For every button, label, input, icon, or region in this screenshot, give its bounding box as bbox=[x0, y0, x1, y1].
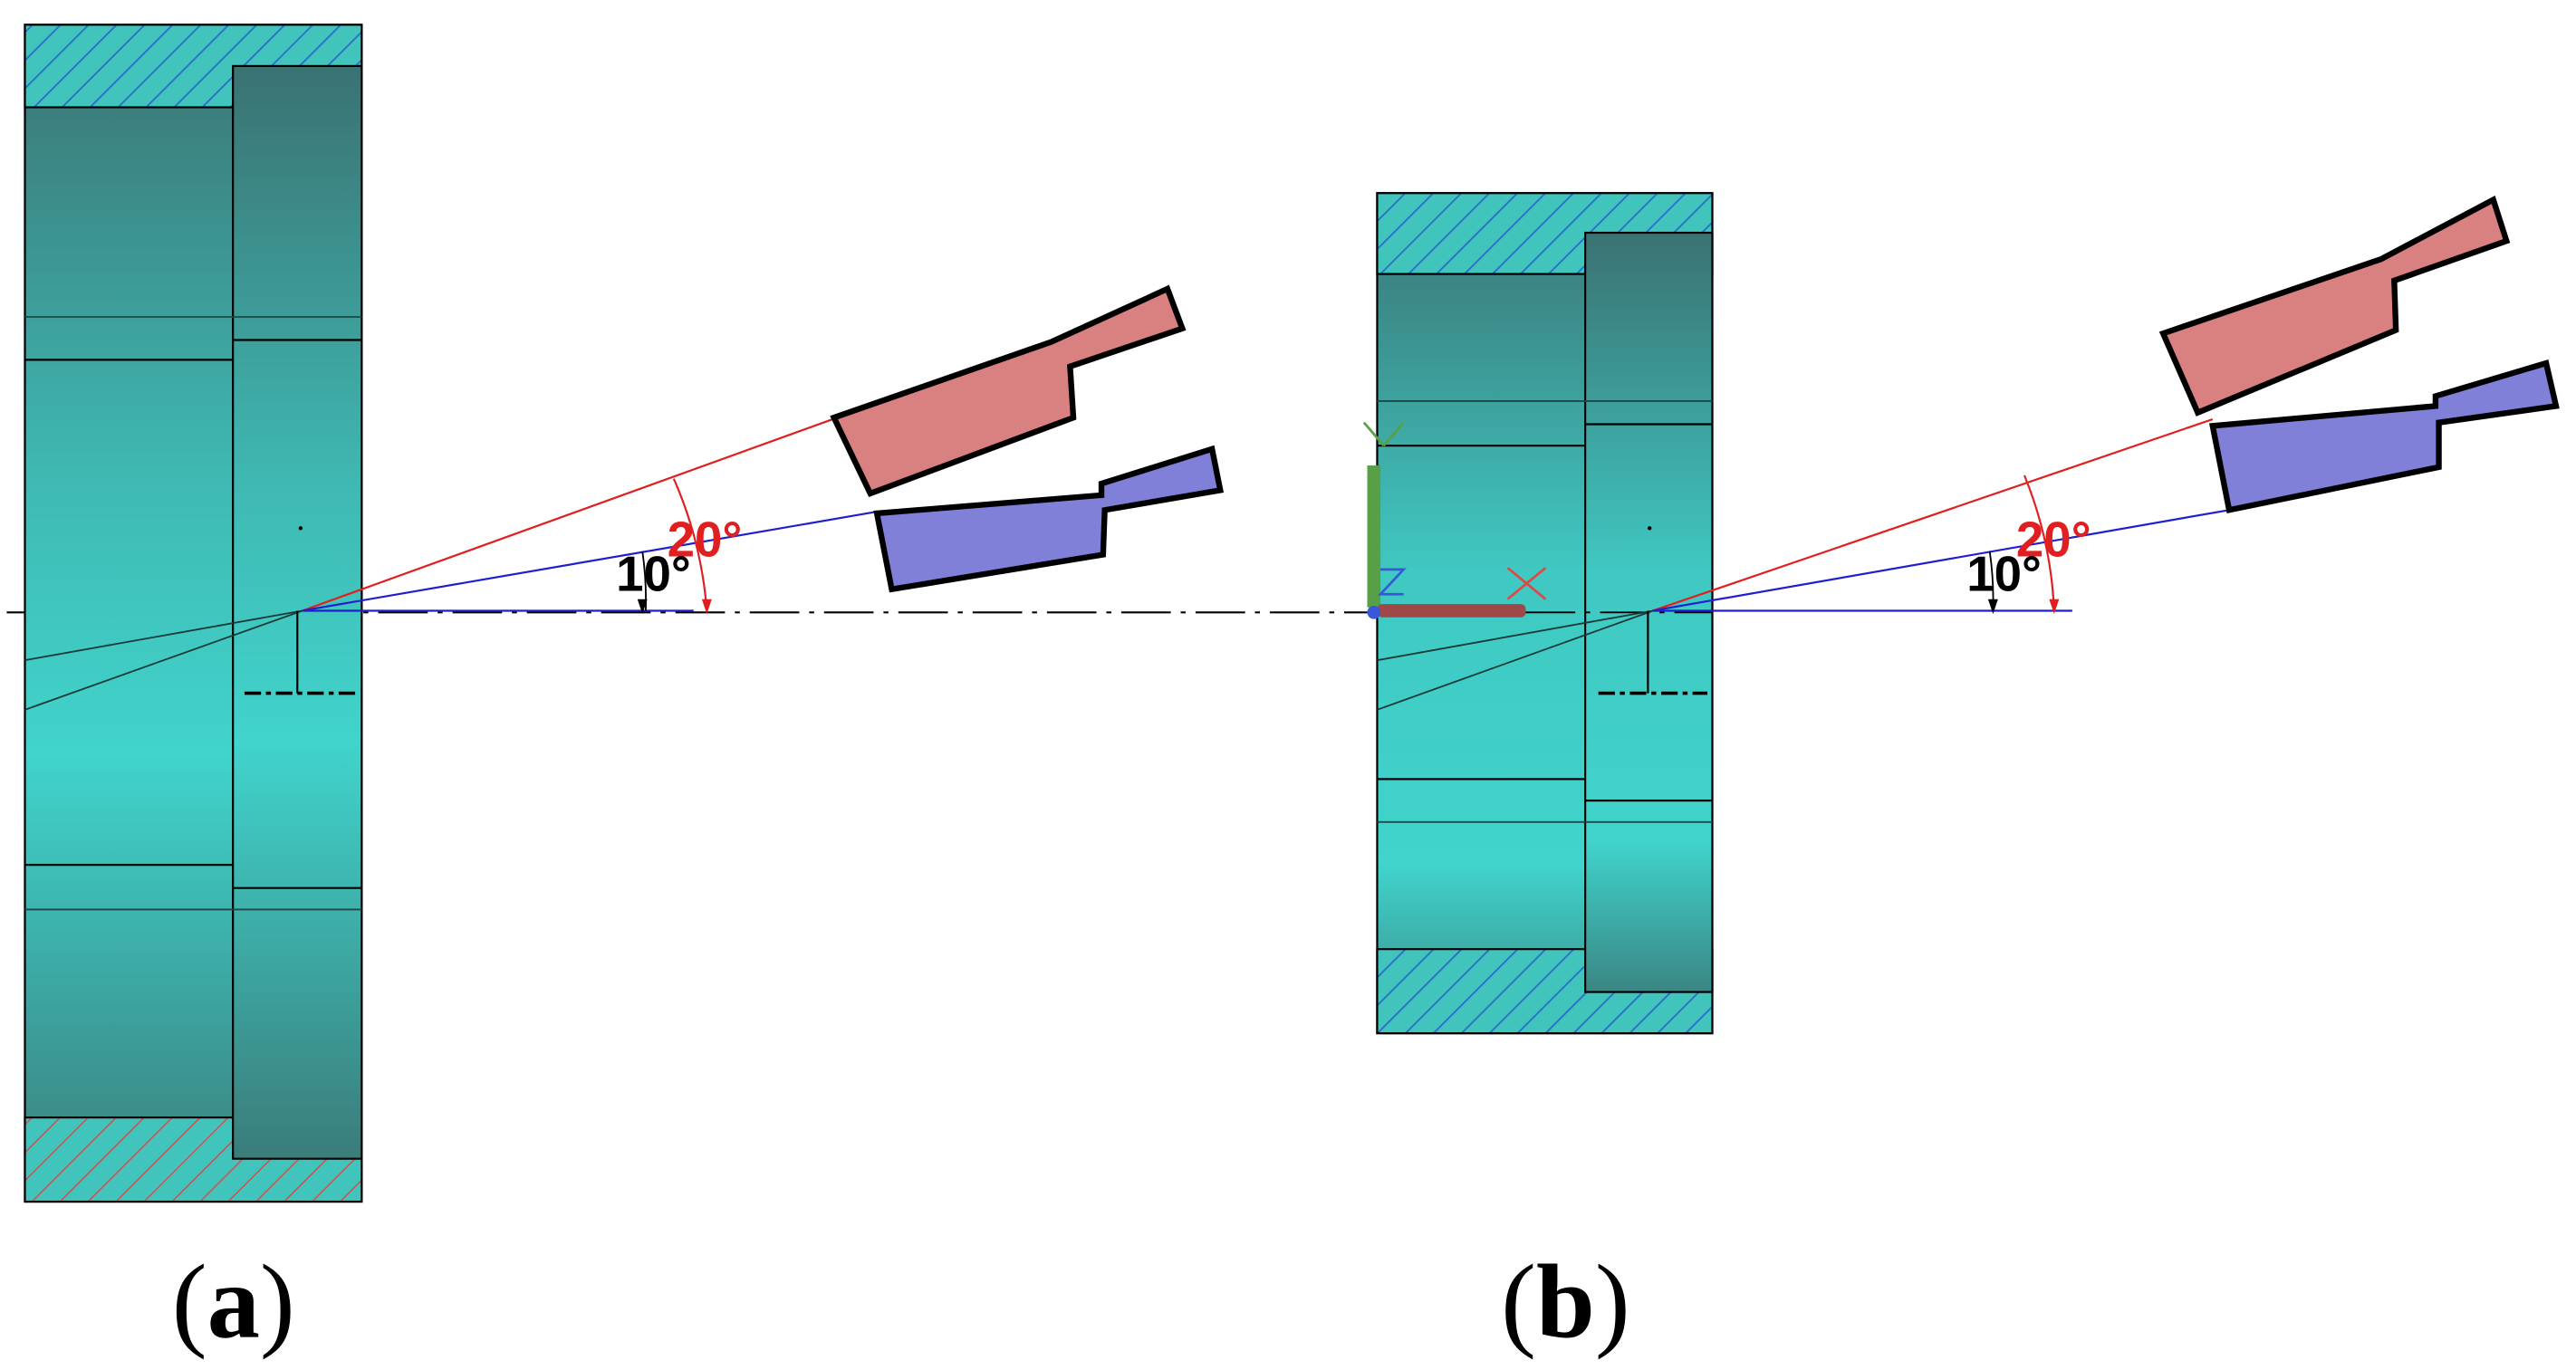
angle-label-small-a: 10° bbox=[616, 546, 691, 602]
panel-b: 20° 10° bbox=[1362, 192, 2560, 1035]
tool-red-a bbox=[830, 284, 1187, 498]
ray-blue-a bbox=[302, 511, 878, 612]
angle-label-large-b: 20° bbox=[2016, 511, 2091, 567]
tool-blue-a bbox=[873, 445, 1225, 593]
angle-label-small-b: 10° bbox=[1966, 546, 2042, 602]
tool-red-b bbox=[2158, 195, 2511, 417]
caption-b: (b) bbox=[1501, 1244, 1630, 1361]
angle-label-large-a: 20° bbox=[668, 511, 743, 567]
panel-a: 20° 10° bbox=[6, 24, 1368, 1203]
tool-blue-b bbox=[2209, 359, 2560, 514]
ray-red-a bbox=[302, 417, 838, 612]
caption-a: (a) bbox=[172, 1244, 295, 1361]
coordinate-axes-icon bbox=[1362, 421, 1547, 619]
ray-blue-b bbox=[1652, 509, 2230, 612]
ray-red-b bbox=[1652, 417, 2214, 612]
